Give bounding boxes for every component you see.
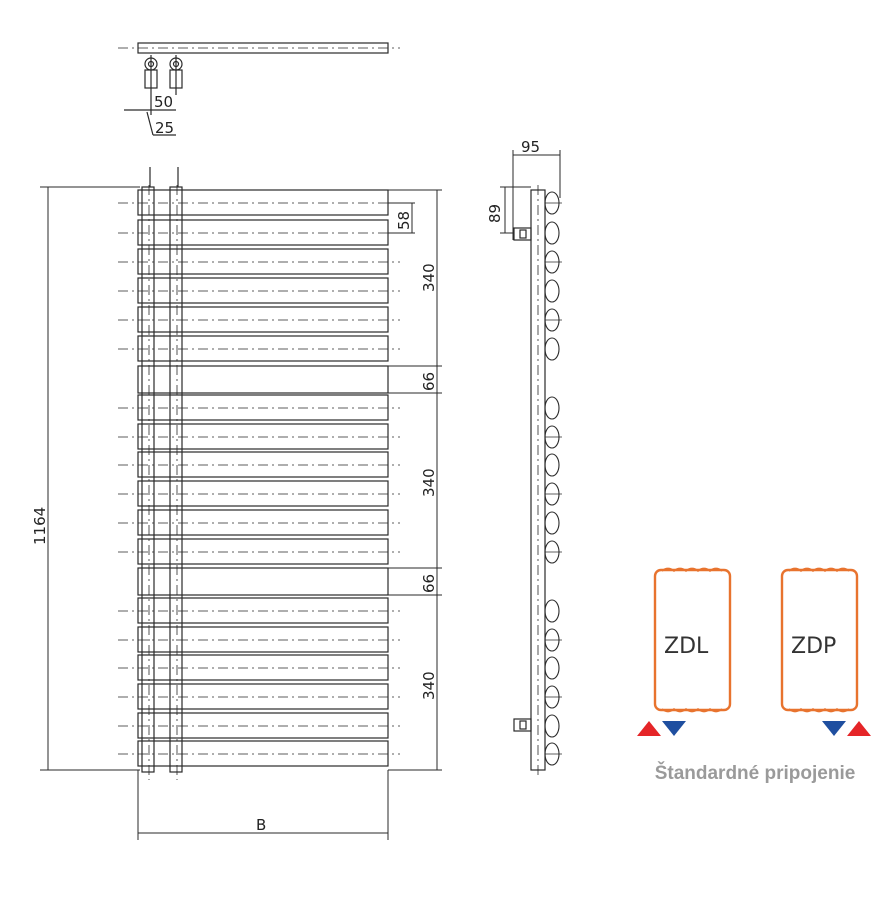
zdp-label: ZDP xyxy=(791,634,836,659)
zdp-radiator-icon xyxy=(780,568,859,712)
zdl-supply-arrow-icon xyxy=(637,721,661,736)
collector-pipes xyxy=(141,167,183,780)
section-height-1-label: 340 xyxy=(420,263,438,292)
connection-caption: Štandardné pripojenie xyxy=(654,763,856,784)
zdl-label: ZDL xyxy=(664,634,709,659)
side-view-connections xyxy=(513,227,532,732)
tube-group-1 xyxy=(137,189,389,362)
side-view-tubes xyxy=(544,191,560,766)
gap-1-label: 66 xyxy=(420,372,438,391)
right-dimensions xyxy=(388,189,442,771)
zdl-radiator-icon xyxy=(653,568,732,712)
side-view-tube-marks xyxy=(545,202,562,755)
zdp-return-arrow-icon xyxy=(822,721,846,736)
zdp-supply-arrow-icon xyxy=(847,721,871,736)
tube-group-2 xyxy=(137,394,389,565)
top-view xyxy=(118,42,400,136)
top-view-valves xyxy=(144,55,183,115)
connection-zdp: ZDP xyxy=(780,567,871,736)
side-view-dimensions xyxy=(500,150,561,240)
gap-tube-1 xyxy=(137,365,389,394)
connection-height-label: 89 xyxy=(486,204,504,223)
tube-group-3 xyxy=(137,597,389,767)
section-height-3-label: 340 xyxy=(420,671,438,700)
zdl-return-arrow-icon xyxy=(662,721,686,736)
gap-2-label: 66 xyxy=(420,574,438,593)
side-view xyxy=(513,185,562,775)
tube-centerlines xyxy=(118,202,400,755)
depth-label: 95 xyxy=(521,138,540,156)
width-dimension xyxy=(137,770,389,840)
pipe-offset-label: 25 xyxy=(155,119,174,137)
connection-zdl: ZDL xyxy=(637,567,732,736)
front-view xyxy=(118,167,400,780)
overall-height-dimension xyxy=(40,186,140,771)
center-distance-label: 50 xyxy=(154,93,173,111)
overall-height-label: 1164 xyxy=(31,507,49,545)
section-height-2-label: 340 xyxy=(420,468,438,497)
width-label: B xyxy=(256,816,266,834)
gap-tube-2 xyxy=(137,567,389,596)
tube-pitch-label: 58 xyxy=(395,211,413,230)
